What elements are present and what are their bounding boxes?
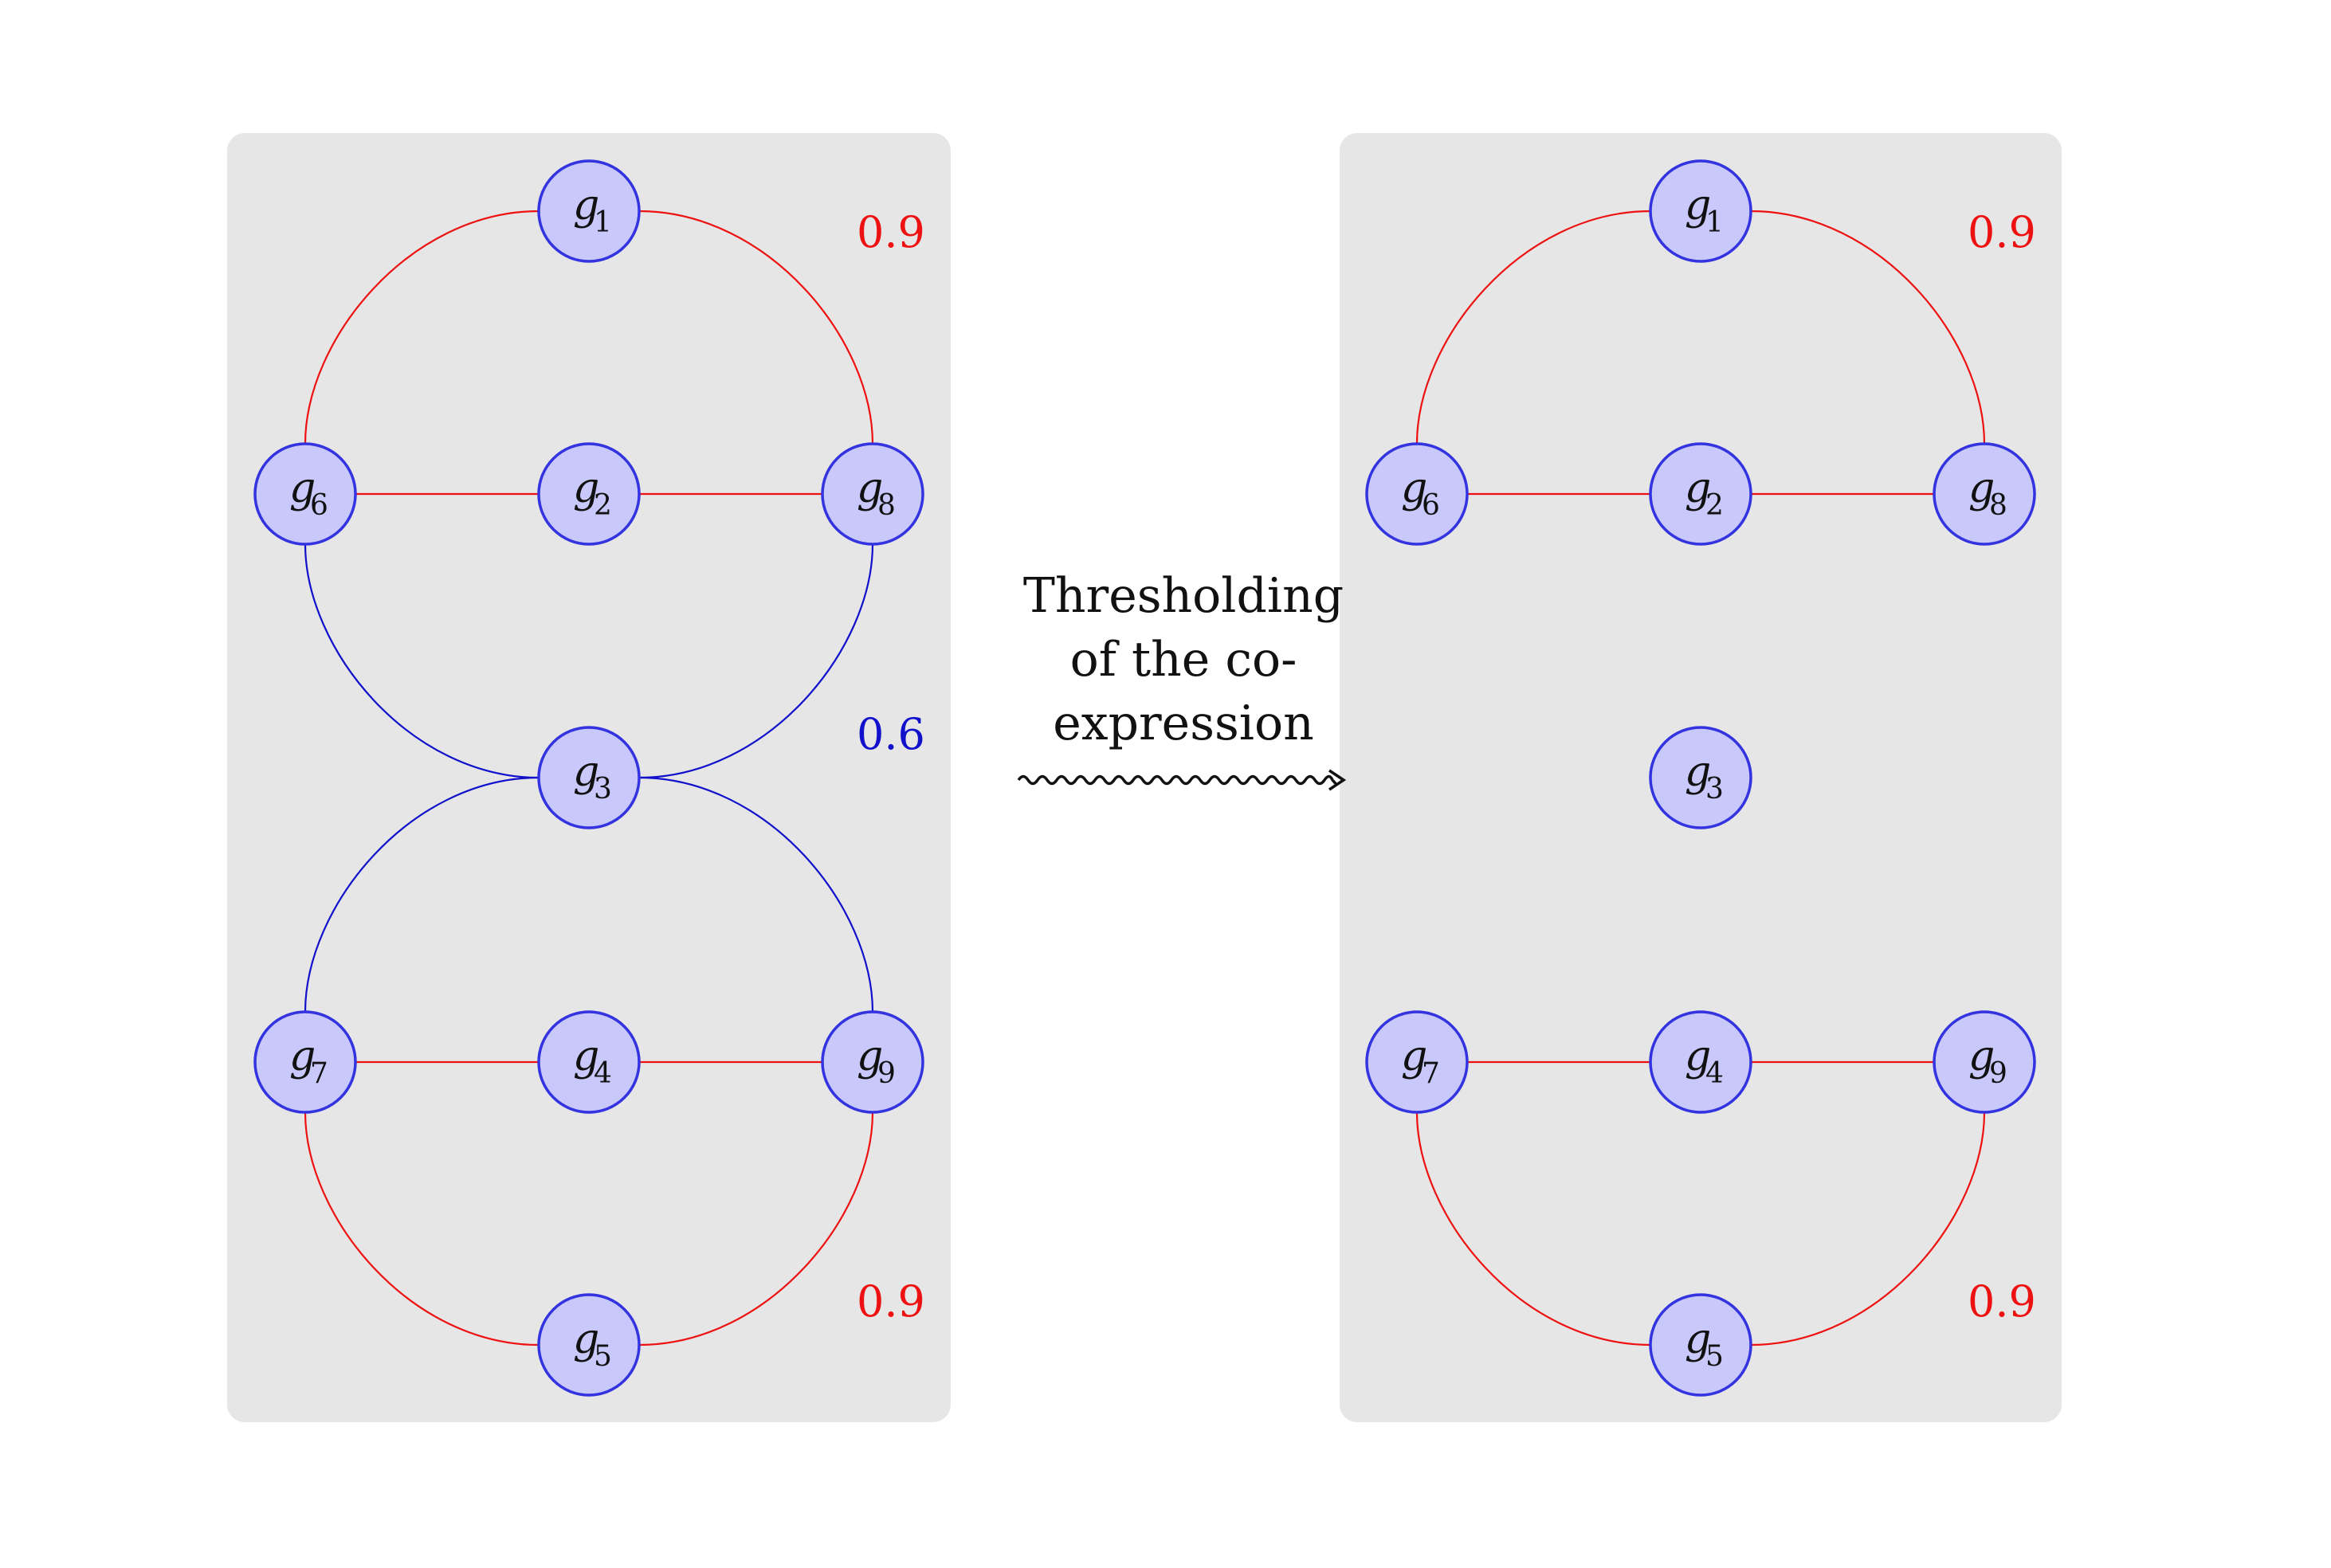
weight-label-top: 0.9 bbox=[857, 207, 925, 257]
node-g9: g9 bbox=[821, 1010, 924, 1114]
node-g8: g8 bbox=[1933, 442, 2036, 546]
node-circle bbox=[537, 442, 641, 546]
node-label: g bbox=[573, 1315, 599, 1363]
node-circle bbox=[537, 726, 641, 829]
node-circle bbox=[1649, 1293, 1752, 1397]
edge-g1-g8 bbox=[1750, 210, 1986, 445]
edge-g9-g5 bbox=[638, 1111, 874, 1347]
node-circle bbox=[821, 442, 924, 546]
node-label: g bbox=[1685, 748, 1711, 796]
edge-g1-g8 bbox=[638, 210, 874, 445]
node-circle bbox=[253, 442, 357, 546]
weight-label-middle: 0.6 bbox=[857, 709, 925, 759]
node-label: g bbox=[573, 182, 599, 229]
caption-line-3: expression bbox=[1053, 696, 1313, 751]
node-subscript: 4 bbox=[1705, 1057, 1724, 1090]
node-subscript: 9 bbox=[877, 1057, 896, 1090]
node-subscript: 6 bbox=[310, 489, 328, 522]
edge-g7-g5 bbox=[304, 1111, 540, 1347]
node-g3: g3 bbox=[1649, 726, 1752, 829]
node-g7: g7 bbox=[1365, 1010, 1469, 1114]
node-circle bbox=[1649, 159, 1752, 263]
node-g8: g8 bbox=[821, 442, 924, 546]
edge-g1-g6 bbox=[304, 210, 540, 445]
edge-g8-g3 bbox=[638, 543, 874, 779]
node-label: g bbox=[857, 1033, 883, 1080]
squiggly-arrow-icon bbox=[1017, 774, 1337, 786]
node-g3: g3 bbox=[537, 726, 641, 829]
node-circle bbox=[1365, 442, 1469, 546]
node-subscript: 8 bbox=[877, 489, 896, 522]
node-subscript: 7 bbox=[1422, 1057, 1440, 1090]
node-circle bbox=[537, 1293, 641, 1397]
node-g1: g1 bbox=[1649, 159, 1752, 263]
node-label: g bbox=[1968, 1033, 1995, 1080]
edge-g6-g3 bbox=[304, 543, 540, 779]
node-circle bbox=[821, 1010, 924, 1114]
edge-g9-g5 bbox=[1750, 1111, 1986, 1347]
node-circle bbox=[1933, 1010, 2036, 1114]
node-label: g bbox=[289, 1033, 316, 1080]
node-label: g bbox=[1685, 182, 1711, 229]
node-circle bbox=[537, 1010, 641, 1114]
node-label: g bbox=[1968, 465, 1995, 512]
node-subscript: 3 bbox=[594, 773, 612, 806]
node-label: g bbox=[573, 748, 599, 796]
node-label: g bbox=[1401, 1033, 1427, 1080]
weight-label-bottom: 0.9 bbox=[857, 1276, 925, 1327]
node-subscript: 6 bbox=[1422, 489, 1440, 522]
node-circle bbox=[1649, 442, 1752, 546]
edge-g3-g9 bbox=[638, 776, 874, 1013]
node-label: g bbox=[1685, 1315, 1711, 1363]
weight-label-top: 0.9 bbox=[1968, 207, 2036, 257]
node-subscript: 2 bbox=[594, 489, 612, 522]
arrow-head-icon bbox=[1328, 769, 1347, 791]
node-circle bbox=[1649, 1010, 1752, 1114]
node-subscript: 5 bbox=[1705, 1340, 1724, 1373]
node-g7: g7 bbox=[253, 1010, 357, 1114]
edge-g3-g7 bbox=[304, 776, 540, 1013]
node-subscript: 5 bbox=[594, 1340, 612, 1373]
node-label: g bbox=[857, 465, 883, 512]
node-g9: g9 bbox=[1933, 1010, 2036, 1114]
caption-line-1: Thresholding bbox=[1023, 568, 1344, 624]
node-g2: g2 bbox=[537, 442, 641, 546]
node-g1: g1 bbox=[537, 159, 641, 263]
node-subscript: 9 bbox=[1989, 1057, 2007, 1090]
node-subscript: 7 bbox=[310, 1057, 328, 1090]
node-label: g bbox=[1685, 1033, 1711, 1080]
edge-g7-g5 bbox=[1415, 1111, 1651, 1347]
node-g5: g5 bbox=[1649, 1293, 1752, 1397]
node-label: g bbox=[573, 465, 599, 512]
node-g2: g2 bbox=[1649, 442, 1752, 546]
thresholding-transition: Thresholding of the co- expression bbox=[1017, 568, 1347, 791]
node-g5: g5 bbox=[537, 1293, 641, 1397]
node-circle bbox=[537, 159, 641, 263]
caption-line-2: of the co- bbox=[1070, 632, 1297, 688]
node-circle bbox=[253, 1010, 357, 1114]
node-circle bbox=[1649, 726, 1752, 829]
node-label: g bbox=[573, 1033, 599, 1080]
edge-g1-g6 bbox=[1415, 210, 1651, 445]
node-label: g bbox=[1401, 465, 1427, 512]
node-circle bbox=[1365, 1010, 1469, 1114]
node-subscript: 8 bbox=[1989, 489, 2007, 522]
node-subscript: 3 bbox=[1705, 773, 1724, 806]
node-label: g bbox=[1685, 465, 1711, 512]
node-g4: g4 bbox=[1649, 1010, 1752, 1114]
node-g6: g6 bbox=[253, 442, 357, 546]
node-subscript: 1 bbox=[1705, 206, 1724, 239]
node-g4: g4 bbox=[537, 1010, 641, 1114]
node-label: g bbox=[289, 465, 316, 512]
node-subscript: 2 bbox=[1705, 489, 1724, 522]
weight-label-bottom: 0.9 bbox=[1968, 1276, 2036, 1327]
node-g6: g6 bbox=[1365, 442, 1469, 546]
node-subscript: 4 bbox=[594, 1057, 612, 1090]
node-subscript: 1 bbox=[594, 206, 612, 239]
node-circle bbox=[1933, 442, 2036, 546]
